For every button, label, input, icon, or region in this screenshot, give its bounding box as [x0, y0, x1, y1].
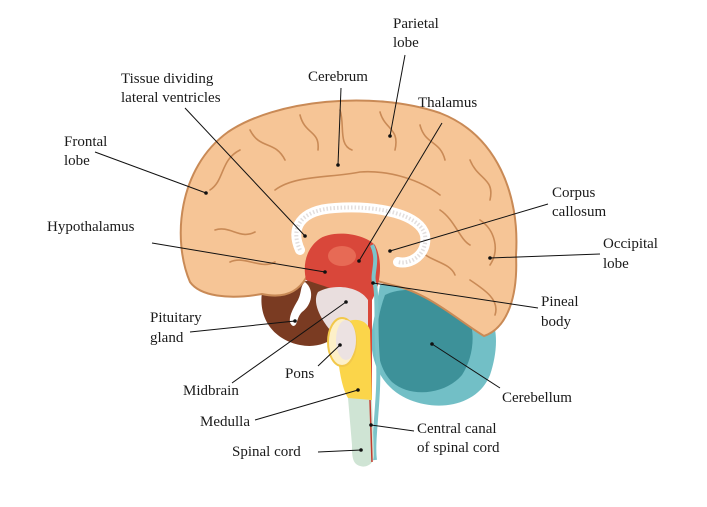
- label-central-canal-1: Central canal: [417, 421, 497, 437]
- label-thalamus: Thalamus: [418, 95, 477, 111]
- cerebrum: [179, 99, 518, 338]
- label-medulla: Medulla: [200, 414, 250, 430]
- label-pons: Pons: [285, 366, 314, 382]
- label-central-canal-2: of spinal cord: [417, 440, 500, 456]
- label-midbrain: Midbrain: [183, 383, 239, 399]
- label-tissue-2: lateral ventricles: [121, 90, 221, 106]
- label-spinal-cord: Spinal cord: [232, 444, 301, 460]
- pons-inner: [336, 320, 356, 360]
- pituitary-shape: [289, 282, 312, 326]
- corpus-callosum-stripes: [294, 205, 428, 265]
- leader-lines: [94, 54, 601, 453]
- label-corpus-1: Corpus: [552, 185, 596, 201]
- label-tissue-1: Tissue dividing: [121, 71, 214, 87]
- thalamus-highlight: [328, 246, 356, 266]
- spinal-cord-shape: [348, 398, 374, 467]
- label-corpus-2: callosum: [552, 204, 606, 220]
- label-occipital-1: Occipital: [603, 236, 658, 252]
- cerebellum: [376, 289, 473, 393]
- label-hypothalamus: Hypothalamus: [47, 219, 135, 235]
- label-pineal-1: Pineal: [541, 294, 579, 310]
- label-occipital-2: lobe: [603, 256, 629, 272]
- label-pituitary-1: Pituitary: [150, 310, 202, 326]
- label-cerebrum: Cerebrum: [308, 69, 368, 85]
- label-pineal-2: body: [541, 314, 572, 330]
- label-frontal-1: Frontal: [64, 134, 107, 150]
- central-canal: [369, 399, 373, 463]
- label-cerebellum: Cerebellum: [502, 390, 572, 406]
- label-parietal-2: lobe: [393, 35, 419, 51]
- label-parietal-1: Parietal: [393, 16, 439, 32]
- label-pituitary-2: gland: [150, 330, 184, 346]
- label-frontal-2: lobe: [64, 153, 90, 169]
